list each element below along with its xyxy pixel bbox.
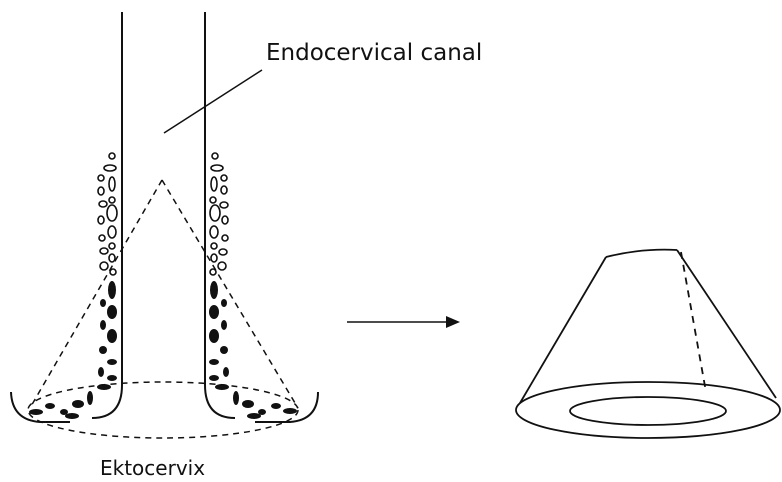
transition-arrow xyxy=(347,316,460,328)
cone-base-outer-ring xyxy=(516,382,780,438)
left-filled-glands xyxy=(29,281,117,419)
cone-left-side xyxy=(520,257,606,403)
right-open-glands xyxy=(210,153,228,275)
endocervical-canal-label: Endocervical canal xyxy=(266,40,482,66)
cone-right-side xyxy=(677,250,776,398)
left-open-glands xyxy=(98,153,117,275)
excised-cone-specimen xyxy=(516,250,780,438)
right-filled-glands xyxy=(209,281,297,419)
left-canal-wall-inner xyxy=(11,392,70,422)
canal-label-pointer-line xyxy=(164,70,262,133)
right-ecto-surface xyxy=(255,392,318,422)
cone-top-edge xyxy=(606,250,677,257)
ektocervix-label: Ektocervix xyxy=(100,456,205,480)
excision-cone-outline xyxy=(28,180,298,438)
cone-incision-dashed-line xyxy=(681,252,706,392)
